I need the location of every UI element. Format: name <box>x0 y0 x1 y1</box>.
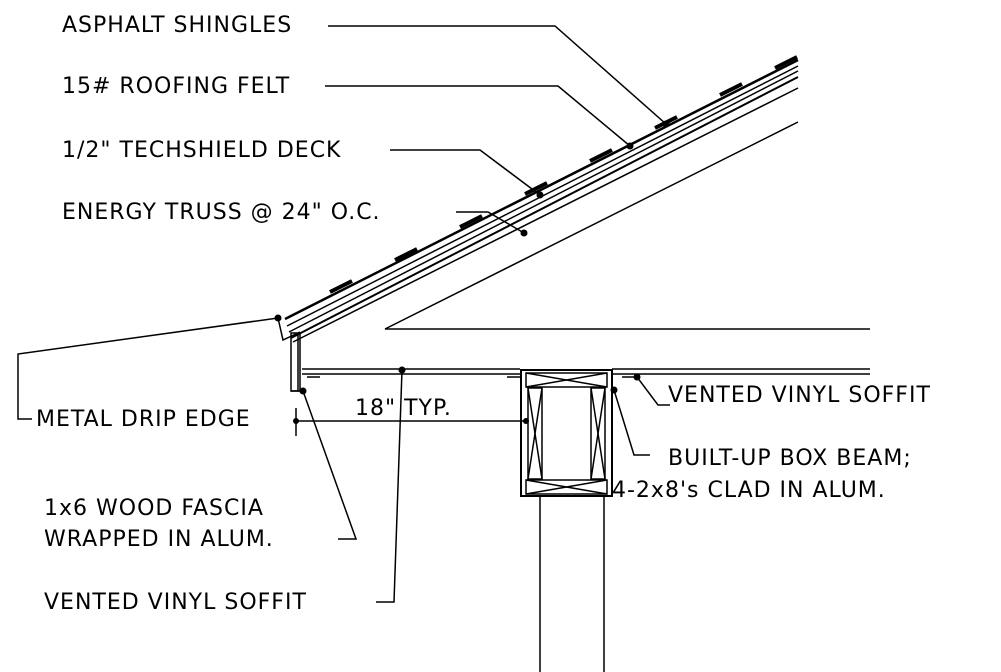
label-energy-truss: ENERGY TRUSS @ 24" O.C. <box>62 200 381 225</box>
label-vented-soffit-bottom: VENTED VINYL SOFFIT <box>44 590 307 615</box>
label-techshield-deck: 1/2" TECHSHIELD DECK <box>62 138 342 163</box>
label-asphalt-shingles: ASPHALT SHINGLES <box>62 13 293 38</box>
label-vented-soffit-right: VENTED VINYL SOFFIT <box>668 383 931 408</box>
roof-layers <box>284 55 799 339</box>
label-metal-drip-edge: METAL DRIP EDGE <box>36 407 251 432</box>
label-fascia-line2: WRAPPED IN ALUM. <box>44 527 274 552</box>
label-box-beam-line2: 4-2x8's CLAD IN ALUM. <box>612 478 886 503</box>
dimension-line <box>293 408 529 436</box>
post <box>539 496 605 672</box>
energy-truss <box>292 87 870 343</box>
drip-edge-and-fascia <box>277 317 305 392</box>
label-dimension-18-typ: 18" TYP. <box>355 396 452 421</box>
soffit <box>302 368 870 378</box>
leader-lines <box>17 25 670 603</box>
label-fascia-line1: 1x6 WOOD FASCIA <box>44 496 264 521</box>
label-box-beam-line1: BUILT-UP BOX BEAM; <box>668 446 912 471</box>
box-beam <box>520 369 613 497</box>
label-roofing-felt: 15# ROOFING FELT <box>62 74 291 99</box>
